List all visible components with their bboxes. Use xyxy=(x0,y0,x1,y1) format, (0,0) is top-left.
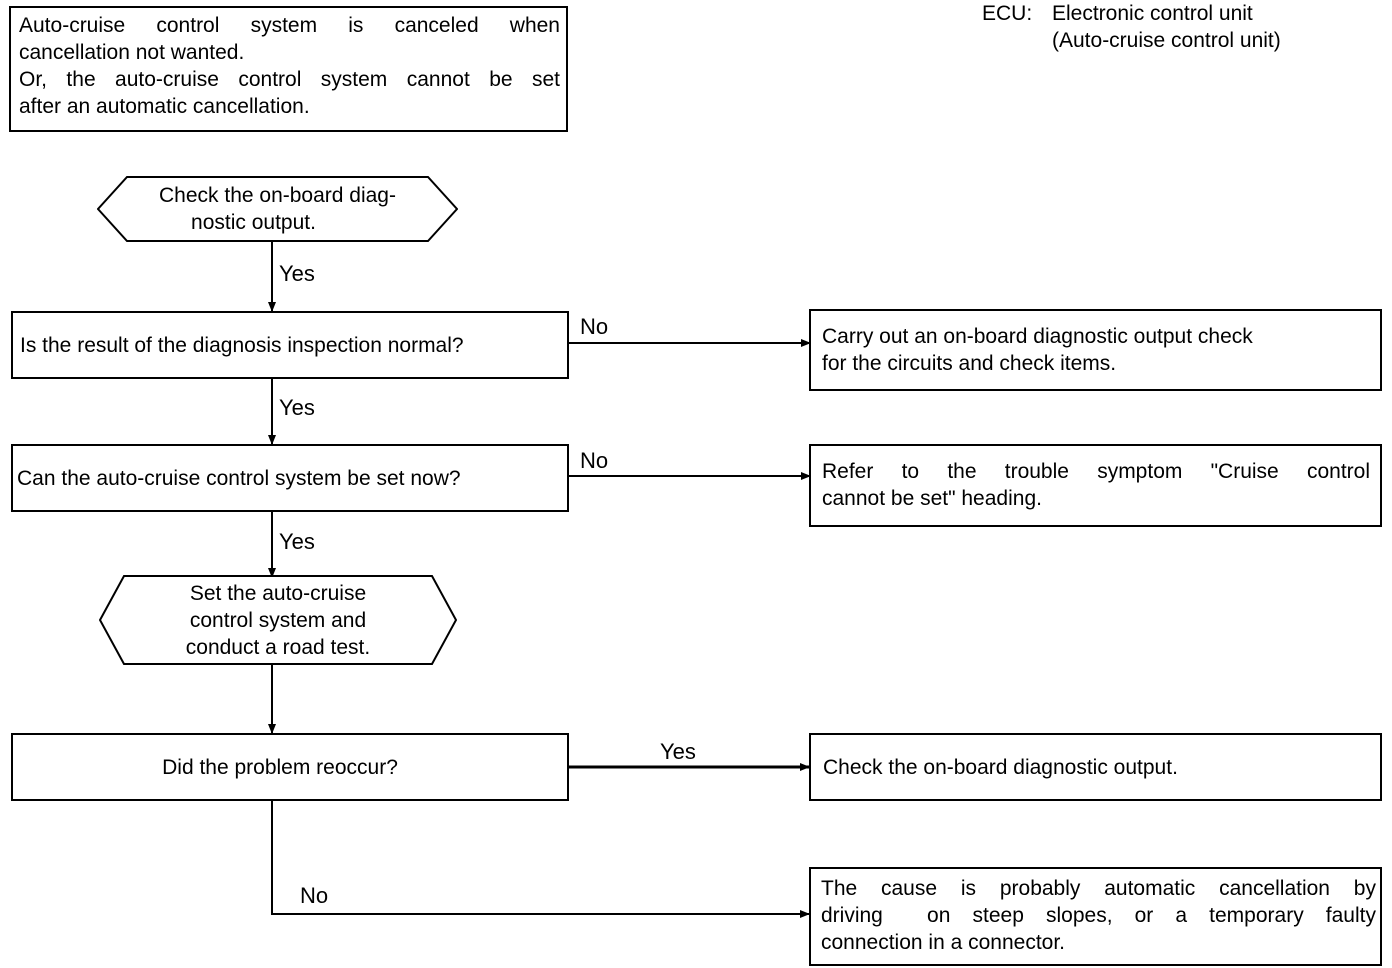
check-output-line2: nostic output. xyxy=(191,211,316,234)
symptom-line2: cancellation not wanted. xyxy=(19,41,245,64)
cause-line3: connection in a connector. xyxy=(821,931,1066,954)
result-carry-out-check: Carry out an on-board diagnostic output … xyxy=(809,309,1382,391)
cause-line1: The cause is probably automatic cancella… xyxy=(821,877,1376,900)
symptom-line3: Or, the auto-cruise control system canno… xyxy=(19,68,560,91)
check-diagnostic-output-step: Check the on-board diag- nostic output. xyxy=(97,176,458,242)
check-output2-text: Check the on-board diagnostic output. xyxy=(823,755,1178,779)
refer-line2: cannot be set" heading. xyxy=(822,487,1042,510)
edge-label-yes-4: Yes xyxy=(660,739,696,764)
question-set-now-text: Can the auto-cruise control system be se… xyxy=(17,466,461,490)
legend-abbr: ECU: xyxy=(982,2,1033,25)
carry-out-line1: Carry out an on-board diagnostic output … xyxy=(822,325,1253,348)
refer-line1: Refer to the trouble symptom "Cruise con… xyxy=(822,460,1370,483)
legend-line1: Electronic control unit xyxy=(1052,2,1253,25)
road-test-line2: control system and xyxy=(189,608,367,632)
question-diagnosis-normal: Is the result of the diagnosis inspectio… xyxy=(11,311,569,379)
check-output-line1: Check the on-board diag- xyxy=(159,184,396,207)
symptom-line4: after an automatic cancellation. xyxy=(19,95,310,118)
edge-label-yes-2: Yes xyxy=(279,395,315,420)
road-test-line1: Set the auto-cruise xyxy=(189,581,367,605)
edge-label-yes-3: Yes xyxy=(279,529,315,554)
edge-label-no-2: No xyxy=(580,448,609,473)
result-probable-cause: The cause is probably automatic cancella… xyxy=(809,867,1382,966)
result-check-diagnostic-output: Check the on-board diagnostic output. xyxy=(809,733,1382,801)
legend-line2: (Auto-cruise control unit) xyxy=(1052,29,1281,52)
road-test-line3: conduct a road test. xyxy=(185,635,371,659)
question-problem-reoccur: Did the problem reoccur? xyxy=(11,733,569,801)
cause-line2: driving on steep slopes, or a temporary … xyxy=(821,904,1376,927)
hexagon-shape xyxy=(97,176,458,242)
hexagon-shape xyxy=(99,575,457,665)
symptom-line1: Auto-cruise control system is canceled w… xyxy=(19,14,560,37)
edge-label-no-1: No xyxy=(580,314,609,339)
arrow-reoccur-no xyxy=(271,800,810,918)
question-set-now: Can the auto-cruise control system be se… xyxy=(11,444,569,512)
result-refer-symptom: Refer to the trouble symptom "Cruise con… xyxy=(809,444,1382,527)
edge-label-yes-1: Yes xyxy=(279,261,315,286)
symptom-box: Auto-cruise control system is canceled w… xyxy=(9,6,568,132)
question-problem-reoccur-text: Did the problem reoccur? xyxy=(162,755,398,779)
edge-label-no-3: No xyxy=(300,883,329,908)
road-test-step: Set the auto-cruise control system and c… xyxy=(99,575,457,665)
carry-out-line2: for the circuits and check items. xyxy=(822,352,1117,375)
question-diagnosis-normal-text: Is the result of the diagnosis inspectio… xyxy=(20,333,464,357)
